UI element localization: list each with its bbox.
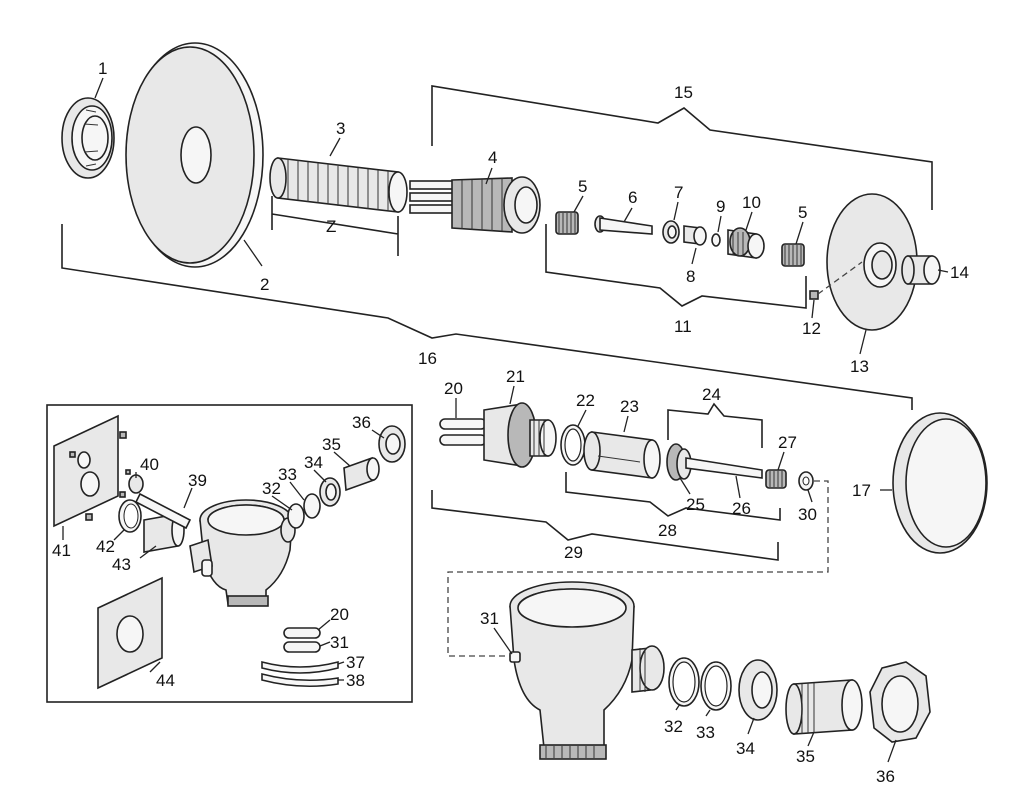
part-27-spring (765, 469, 787, 489)
part-8-bushing (683, 225, 707, 246)
part-25-seal (666, 443, 692, 481)
part-9-o-ring (711, 233, 721, 247)
label-39: 39 (188, 471, 207, 490)
label-10: 10 (742, 193, 761, 212)
label-17: 17 (852, 481, 871, 500)
label-7: 7 (674, 183, 683, 202)
bracket-11 (545, 224, 807, 309)
label-36a: 36 (876, 767, 895, 786)
part-26-stem (685, 457, 763, 479)
part-30-washer (798, 471, 814, 491)
part-13-handle-escutcheon (826, 193, 918, 331)
label-2: 2 (260, 275, 269, 294)
part-17-cap (892, 412, 988, 554)
label-11: 11 (674, 317, 692, 336)
part-7-washer (662, 220, 680, 244)
label-32b: 32 (262, 479, 281, 498)
label-37: 37 (346, 653, 365, 672)
label-15: 15 (674, 83, 693, 102)
label-4: 4 (488, 148, 497, 167)
part-21-valve-housing (483, 402, 557, 468)
dimension-z (271, 196, 399, 256)
part-10-cartridge (727, 227, 765, 259)
label-36b: 36 (352, 413, 371, 432)
part-36-hex-cap-main (869, 661, 931, 743)
label-44: 44 (156, 671, 175, 690)
part-33-o-ring-main (700, 661, 732, 711)
label-27: 27 (778, 433, 797, 452)
label-35a: 35 (796, 747, 815, 766)
label-33b: 33 (278, 465, 297, 484)
label-35b: 35 (322, 435, 341, 454)
label-34b: 34 (304, 453, 323, 472)
label-13: 13 (850, 357, 869, 376)
part-14-knob (901, 255, 941, 285)
label-26: 26 (732, 499, 751, 518)
label-3: 3 (336, 119, 345, 138)
part-22-o-ring (560, 424, 586, 466)
label-8: 8 (686, 267, 695, 286)
bracket-15 (431, 85, 933, 210)
part-34-nut-main (738, 659, 778, 721)
part-4-valve-body (409, 176, 541, 234)
bracket-28 (565, 472, 781, 521)
label-33a: 33 (696, 723, 715, 742)
label-14: 14 (950, 263, 969, 282)
dashed-line-30-to-31 (447, 480, 829, 657)
label-5a: 5 (578, 177, 587, 196)
label-5b: 5 (798, 203, 807, 222)
part-20-tubes (439, 418, 487, 446)
part-35-nipple-main (785, 679, 863, 735)
label-32a: 32 (664, 717, 683, 736)
label-16: 16 (418, 349, 437, 368)
label-24: 24 (702, 385, 721, 404)
label-41: 41 (52, 541, 71, 560)
bracket-29 (431, 490, 779, 561)
dashed-line-12-to-13 (817, 261, 863, 295)
inset-detail (46, 404, 413, 703)
label-29: 29 (564, 543, 583, 562)
label-42: 42 (96, 537, 115, 556)
part-6-stem-pin (594, 215, 653, 235)
leader-lines (94, 77, 949, 763)
part-5-spring-right (781, 243, 805, 267)
label-28: 28 (658, 521, 677, 540)
part-5-spring-left (555, 211, 579, 235)
label-20a: 20 (444, 379, 463, 398)
part-2-escutcheon-plate (125, 42, 264, 268)
label-30: 30 (798, 505, 817, 524)
part-41-mounting-plate (53, 414, 119, 528)
label-25: 25 (686, 495, 705, 514)
label-12: 12 (802, 319, 821, 338)
label-43: 43 (112, 555, 131, 574)
label-9: 9 (716, 197, 725, 216)
label-40: 40 (140, 455, 159, 474)
label-38: 38 (346, 671, 365, 690)
label-6: 6 (628, 188, 637, 207)
label-31a: 31 (480, 609, 499, 628)
label-34a: 34 (736, 739, 755, 758)
part-1-hex-nut (61, 97, 115, 179)
label-20b: 20 (330, 605, 349, 624)
label-22: 22 (576, 391, 595, 410)
label-1: 1 (98, 59, 107, 78)
part-3-threaded-sleeve (269, 157, 408, 213)
tailpiece-body (509, 581, 665, 760)
bracket-16 (61, 224, 913, 410)
label-23: 23 (620, 397, 639, 416)
label-z: Z (326, 217, 336, 236)
part-12-set-screw (809, 290, 819, 300)
part-23-cylinder (583, 431, 661, 479)
label-31b: 31 (330, 633, 349, 652)
part-32-o-ring-main (668, 657, 700, 707)
label-21: 21 (506, 367, 525, 386)
bracket-24 (667, 402, 763, 448)
